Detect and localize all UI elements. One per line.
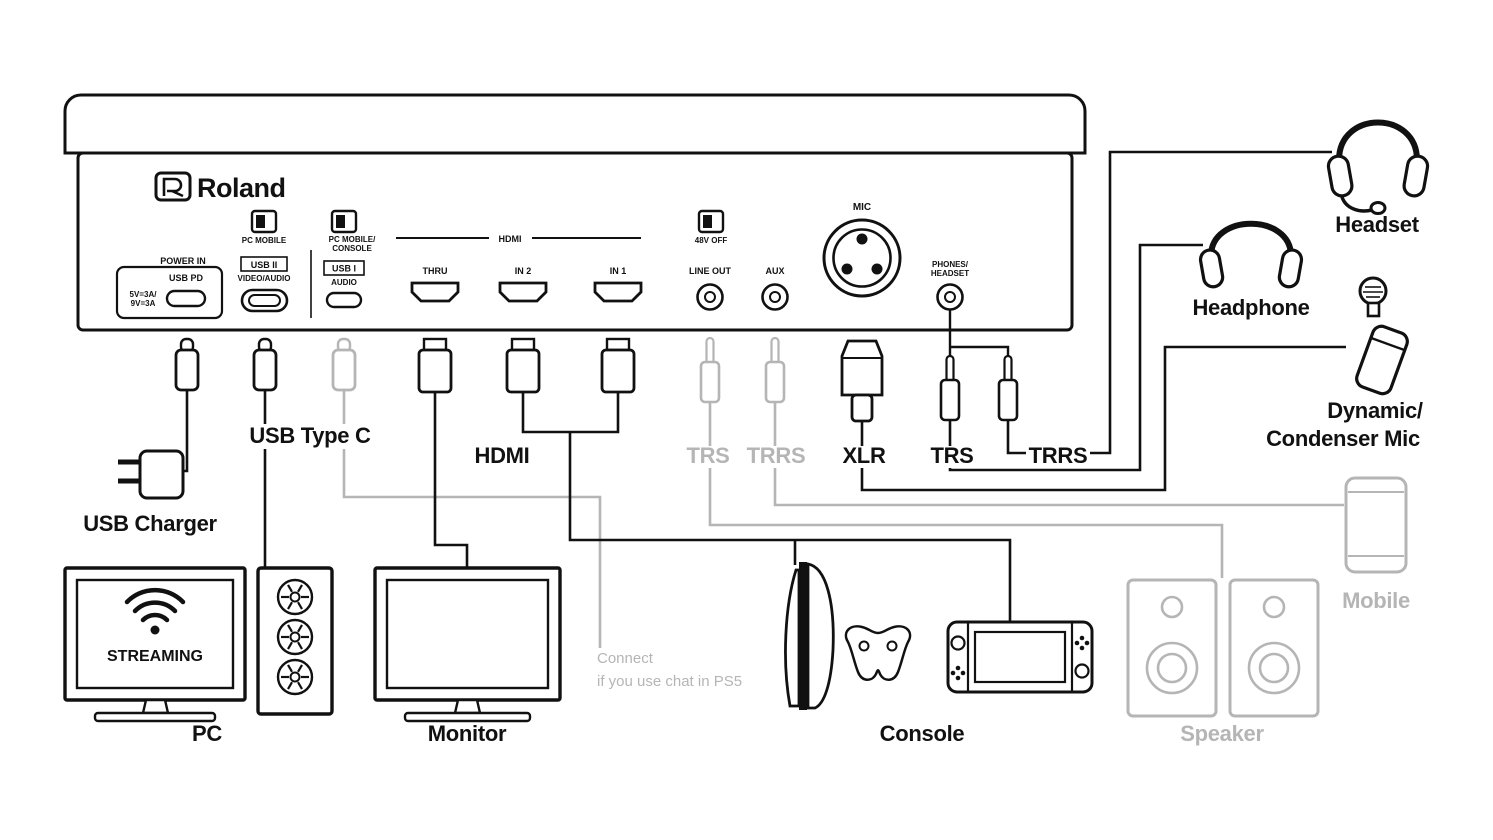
wifi-icon xyxy=(124,587,186,635)
speaker-label: Speaker xyxy=(1180,721,1264,746)
video-audio-label: VIDEO/AUDIO xyxy=(238,274,291,283)
phones-label-2: HEADSET xyxy=(931,269,969,278)
trs-gray-label: TRS xyxy=(686,443,729,468)
usb1-socket xyxy=(325,291,363,309)
pc-monitor: STREAMING xyxy=(63,566,247,723)
headset-label: Headset xyxy=(1335,212,1419,237)
power-spec-1: 5V=3A/ xyxy=(130,290,158,299)
headphone-label: Headphone xyxy=(1192,295,1309,320)
fan-icon xyxy=(276,658,314,696)
phantom-power-label: 48V OFF xyxy=(695,236,728,245)
usb2-socket xyxy=(240,288,289,313)
usb2-label: USB II xyxy=(251,260,278,270)
xlr-label: XLR xyxy=(842,443,886,468)
hdmi-cable-label: HDMI xyxy=(474,443,529,468)
monitor-label: Monitor xyxy=(428,721,507,746)
usb-c-power-plug-icon xyxy=(174,337,200,392)
hdmi-thru-monitor-cable xyxy=(433,392,469,568)
monitor xyxy=(373,566,562,723)
labels: USB Charger USB Type C HDMI TRS TRRS XLR… xyxy=(83,212,1423,746)
trs-label: TRS xyxy=(930,443,973,468)
brand-name: Roland xyxy=(197,173,286,203)
xlr-mic-cable xyxy=(860,345,1346,492)
aux-jack: AUX xyxy=(761,266,789,311)
trrs-headset-cable xyxy=(1006,150,1332,455)
hdmi-in1-socket xyxy=(593,281,643,303)
mic-label-line2: Condenser Mic xyxy=(1266,426,1420,451)
xlr-plug-icon xyxy=(840,339,884,423)
audio-label: AUDIO xyxy=(331,278,357,287)
console-label: Console xyxy=(880,721,965,746)
pc-mobile-switch-label: PC MOBILE xyxy=(242,236,287,245)
ps5-chat-note-line1: Connect xyxy=(597,650,654,667)
hdmi-in-cables xyxy=(521,392,620,434)
power-in-port: POWER IN USB PD 5V=3A/ 9V=3A xyxy=(115,256,224,320)
phantom-power-switch: 48V OFF xyxy=(695,209,728,245)
mobile-phone xyxy=(1344,476,1408,574)
headset-icon xyxy=(1326,119,1430,215)
pc-mobile-console-label-2: CONSOLE xyxy=(332,244,372,253)
hdmi-plug-in1-icon xyxy=(600,337,636,394)
pc-mobile-console-label-1: PC MOBILE/ xyxy=(329,235,376,244)
phones-label-1: PHONES/ xyxy=(932,260,969,269)
aux-label: AUX xyxy=(765,266,784,276)
hdmi-ports: HDMI THRU IN 2 IN 1 xyxy=(396,234,643,303)
power-cable xyxy=(184,390,189,473)
phones-split-cable xyxy=(948,309,1010,358)
mic-label: MIC xyxy=(853,202,871,213)
roland-logo: Roland xyxy=(154,171,286,203)
speakers xyxy=(1126,578,1320,718)
trrs-gray-label: TRRS xyxy=(747,443,806,468)
usb-charger xyxy=(118,449,185,500)
hdmi-thru-label: THRU xyxy=(423,266,448,276)
gray-connections xyxy=(331,336,1408,718)
usb-c-plug-gray-icon xyxy=(331,337,357,392)
switch-console xyxy=(946,620,1094,694)
usb-c-pc-plug-icon xyxy=(252,337,278,392)
trs-plug-icon xyxy=(939,354,961,422)
condenser-mic-icon xyxy=(1355,276,1409,396)
aux-mobile-cable xyxy=(773,402,1344,507)
pc-tower xyxy=(256,566,334,716)
streaming-label: STREAMING xyxy=(107,648,203,665)
usb-pd-socket xyxy=(165,289,207,308)
usb1-label: USB I xyxy=(332,264,356,274)
hdmi-group-label: HDMI xyxy=(499,234,522,244)
game-controller xyxy=(844,625,912,681)
usb2-port: PC MOBILE USB II VIDEO/AUDIO xyxy=(238,209,291,313)
trrs-plug-gray-icon xyxy=(764,336,786,404)
trrs-plug-icon xyxy=(997,354,1019,422)
power-spec-2: 9V=3A xyxy=(131,299,156,308)
fan-icon xyxy=(276,618,314,656)
power-in-label: POWER IN xyxy=(160,256,206,266)
mic-label-line1: Dynamic/ xyxy=(1327,398,1423,423)
hdmi-in2-socket xyxy=(498,281,548,303)
fan-icon xyxy=(276,578,314,616)
usb-type-c-label: USB Type C xyxy=(249,423,371,448)
trrs-label: TRRS xyxy=(1029,443,1088,468)
headphone-icon xyxy=(1198,220,1304,289)
hdmi-thru-socket xyxy=(410,281,460,303)
usb-pd-label: USB PD xyxy=(169,273,204,283)
mobile-label: Mobile xyxy=(1342,588,1410,613)
hdmi-plug-in2-icon xyxy=(505,337,541,394)
console-cable xyxy=(568,432,1012,622)
line-out-jack: LINE OUT xyxy=(689,266,732,311)
ps5-chat-note-line2: if you use chat in PS5 xyxy=(597,673,742,690)
pc-label: PC xyxy=(192,721,222,746)
hdmi-plug-thru-icon xyxy=(417,337,453,394)
ps5-console xyxy=(784,562,835,710)
line-out-label: LINE OUT xyxy=(689,266,732,276)
pc-mobile-switch xyxy=(250,209,278,234)
usb-charger-label: USB Charger xyxy=(83,511,217,536)
usb1-port: PC MOBILE/ CONSOLE USB I AUDIO xyxy=(323,209,376,309)
trs-plug-gray-icon xyxy=(699,336,721,404)
hdmi-in1-label: IN 1 xyxy=(610,266,627,276)
mixer-rear-panel: Roland POWER IN USB PD 5V=3A/ 9V=3A PC M… xyxy=(63,93,1087,332)
pc-mobile-console-switch xyxy=(330,209,358,234)
mic-xlr-socket: MIC xyxy=(822,202,902,298)
hdmi-in2-label: IN 2 xyxy=(515,266,532,276)
